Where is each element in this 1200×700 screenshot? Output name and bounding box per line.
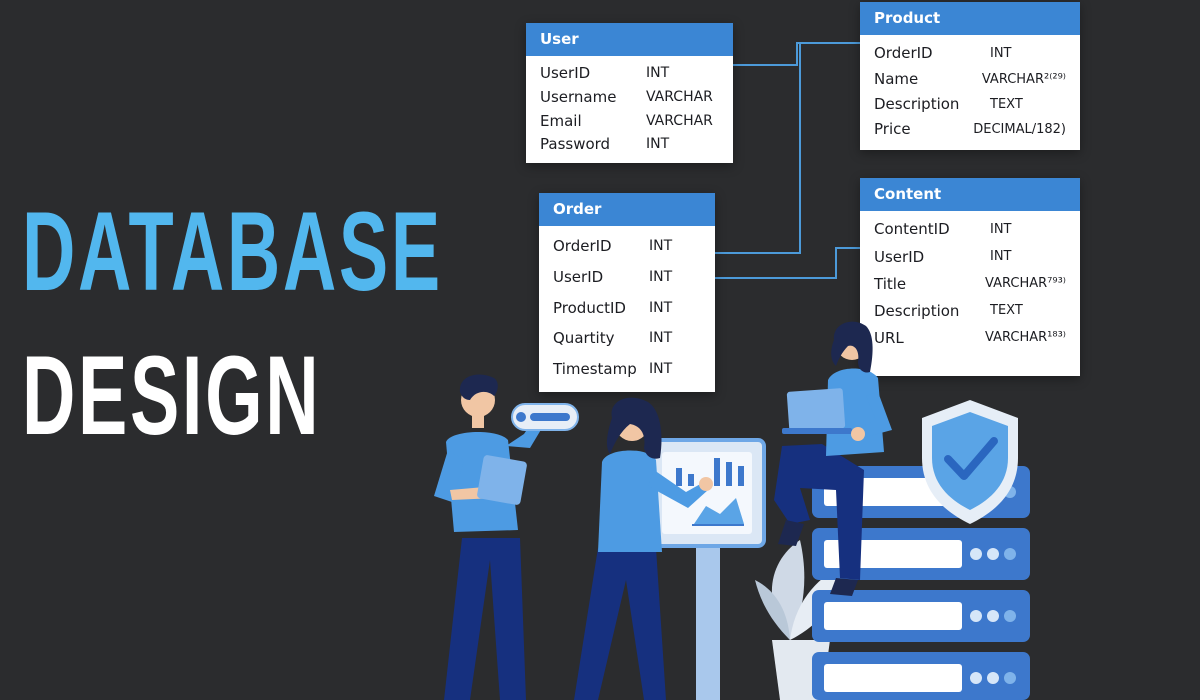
field-name: ContentID <box>874 220 950 238</box>
search-bar-icon <box>511 403 579 431</box>
field-row: OrderID INT <box>874 40 1066 66</box>
field-type: INT <box>649 360 673 377</box>
table-content: Content ContentID INT UserID INT Title V… <box>860 178 1080 376</box>
table-order-title: Order <box>539 193 715 226</box>
field-row: Description TEXT <box>874 297 1066 324</box>
table-product-title: Product <box>860 2 1080 35</box>
field-name: UserID <box>874 247 925 266</box>
field-row: Title VARCHAR⁷⁹³⁾ <box>874 270 1066 297</box>
field-name: Password <box>540 135 611 153</box>
field-row: UserID INT <box>553 261 701 292</box>
field-row: Quartity INT <box>553 323 701 353</box>
field-name: Name <box>874 70 919 88</box>
field-row: Username VARCHAR <box>540 85 719 109</box>
table-order: Order OrderID INT UserID INT ProductID I… <box>539 193 715 392</box>
field-type: VARCHAR <box>646 89 713 105</box>
field-type: TEXT <box>990 96 1023 112</box>
table-product: Product OrderID INT Name VARCHAR²⁽²⁹⁾ De… <box>860 2 1080 150</box>
table-content-title: Content <box>860 178 1080 211</box>
field-row: Email VARCHAR <box>540 109 719 133</box>
shield-check-icon <box>922 400 1018 524</box>
field-row: OrderID INT <box>553 230 701 261</box>
field-type: INT <box>649 237 673 254</box>
field-row: Timestamp INT <box>553 353 701 384</box>
field-row: UserID INT <box>540 61 719 85</box>
field-type: INT <box>646 65 670 81</box>
field-name: Description <box>874 95 960 113</box>
field-row: Description TEXT <box>874 92 1066 116</box>
field-row: ContentID INT <box>874 215 1066 243</box>
field-type: INT <box>990 221 1012 237</box>
field-type: TEXT <box>990 303 1023 318</box>
field-name: UserID <box>540 64 591 82</box>
table-product-fields: OrderID INT Name VARCHAR²⁽²⁹⁾ Descriptio… <box>860 35 1080 146</box>
table-user: User UserID INT Username VARCHAR Email V… <box>526 23 733 163</box>
field-name: Username <box>540 88 617 106</box>
field-name: Description <box>874 301 960 320</box>
field-type: INT <box>990 45 1012 61</box>
field-name: Title <box>874 274 907 293</box>
field-name: ProductID <box>553 298 626 317</box>
field-type: VARCHAR <box>646 113 713 129</box>
field-type: DECIMAL/182) <box>973 121 1066 137</box>
field-name: Price <box>874 120 911 138</box>
field-name: URL <box>874 328 904 347</box>
field-row: ProductID INT <box>553 292 701 323</box>
table-user-fields: UserID INT Username VARCHAR Email VARCHA… <box>526 56 733 159</box>
headline-database: DATABASE <box>22 189 443 314</box>
field-name: Email <box>540 112 582 130</box>
field-row: Name VARCHAR²⁽²⁹⁾ <box>874 66 1066 92</box>
field-name: UserID <box>553 267 604 286</box>
field-name: Quartity <box>553 329 615 347</box>
headline-design: DESIGN <box>22 333 322 458</box>
field-type: VARCHAR¹⁸³⁾ <box>985 330 1066 345</box>
field-type: INT <box>649 330 673 346</box>
table-content-fields: ContentID INT UserID INT Title VARCHAR⁷⁹… <box>860 211 1080 355</box>
field-row: Password INT <box>540 133 719 155</box>
field-type: INT <box>649 299 673 316</box>
field-row: URL VARCHAR¹⁸³⁾ <box>874 324 1066 351</box>
person-at-dashboard-icon <box>574 397 713 700</box>
field-type: VARCHAR²⁽²⁹⁾ <box>981 71 1066 87</box>
field-type: INT <box>646 136 670 152</box>
table-user-title: User <box>526 23 733 56</box>
person-with-laptop-icon <box>774 321 892 596</box>
field-name: Timestamp <box>553 359 637 378</box>
field-type: VARCHAR⁷⁹³⁾ <box>985 276 1066 291</box>
field-row: Price DECIMAL/182) <box>874 116 1066 142</box>
field-type: INT <box>649 268 673 285</box>
field-name: OrderID <box>553 236 612 255</box>
field-type: INT <box>990 249 1012 264</box>
field-name: OrderID <box>874 44 933 62</box>
dashboard-screen-icon <box>648 438 766 700</box>
field-row: UserID INT <box>874 243 1066 270</box>
person-with-tablet-icon <box>434 374 552 700</box>
table-order-fields: OrderID INT UserID INT ProductID INT Qua… <box>539 226 715 388</box>
